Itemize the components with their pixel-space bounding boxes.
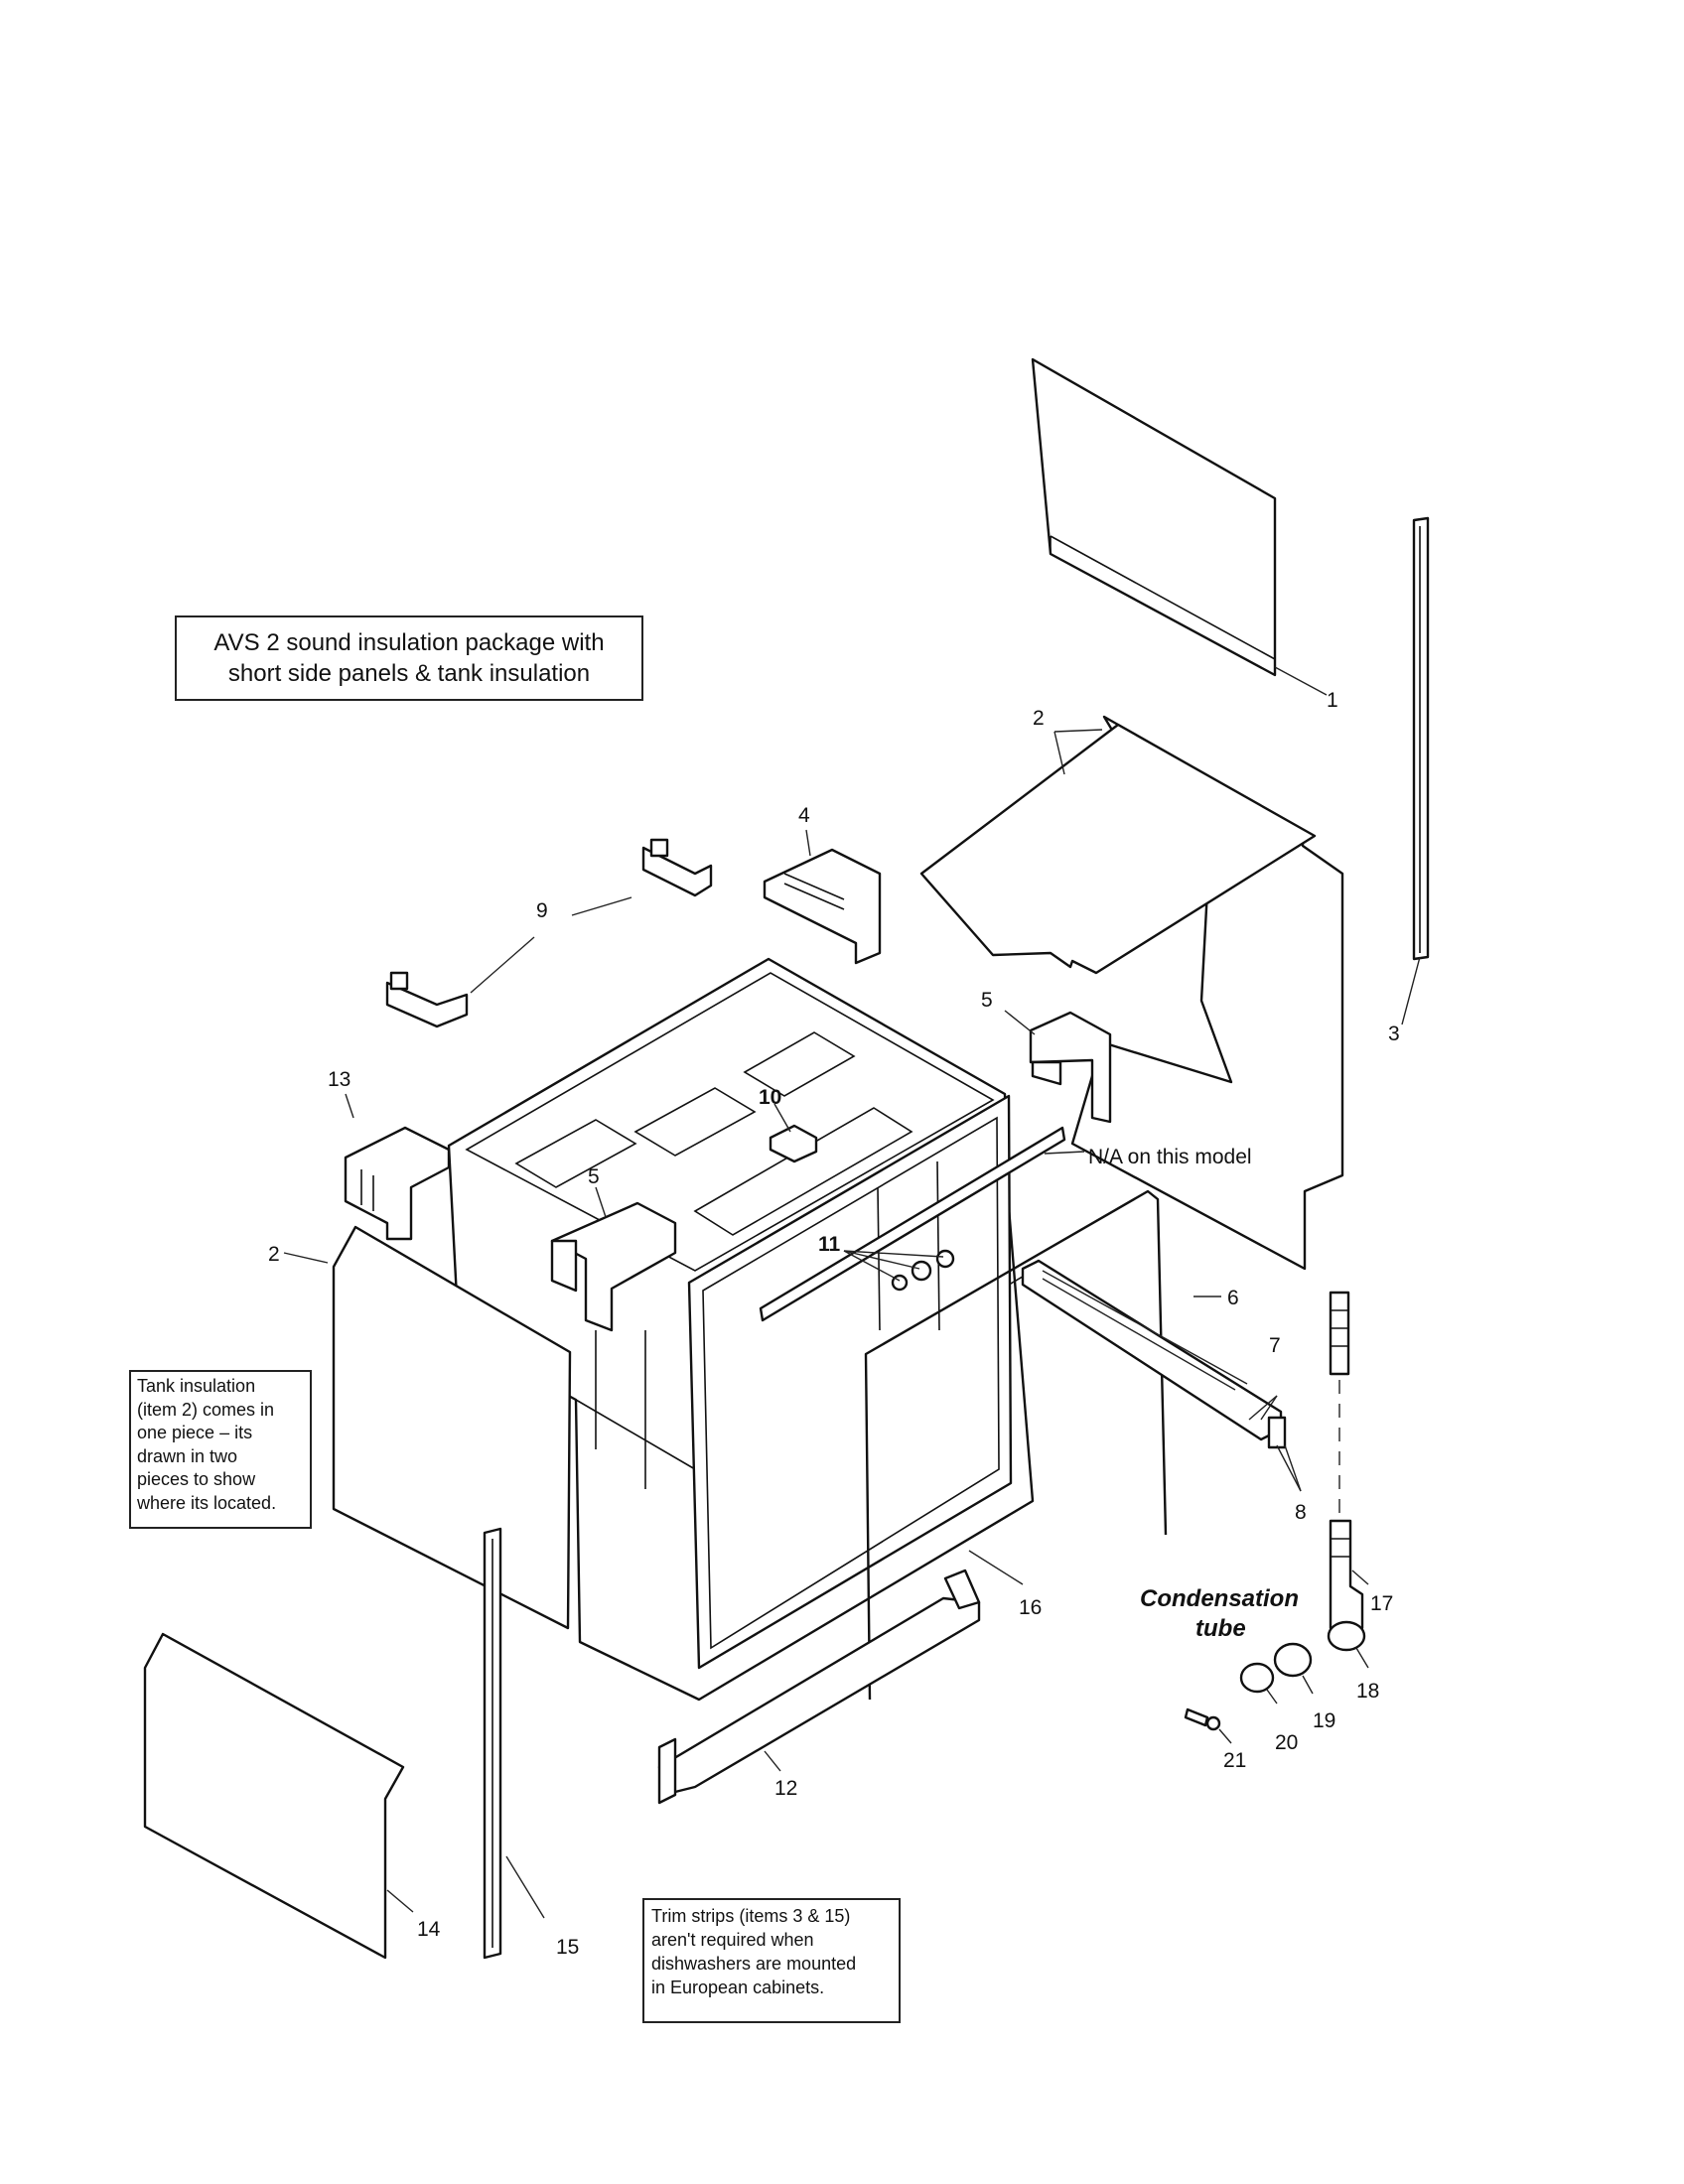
note-tank-line5: pieces to show bbox=[137, 1469, 256, 1490]
condensation-label-line1: Condensation bbox=[1140, 1585, 1299, 1612]
part-14-kick-panel bbox=[143, 1632, 414, 1960]
callout-5-left: 5 bbox=[588, 1165, 600, 1188]
condensation-label-line2: tube bbox=[1195, 1615, 1246, 1642]
insulation-package-note: AVS 2 sound insulation package with shor… bbox=[175, 615, 643, 701]
part-11-screws bbox=[843, 1249, 955, 1292]
part-16-base bbox=[968, 1550, 1024, 1585]
dishwasher-tub bbox=[447, 957, 1035, 1702]
note-title-line1: AVS 2 sound insulation package with bbox=[213, 629, 605, 656]
callout-2-top: 2 bbox=[1033, 707, 1045, 730]
note-tank-line6: where its located. bbox=[137, 1492, 277, 1513]
condensation-tube-assembly bbox=[1184, 1291, 1369, 1744]
note-trim-line1: Trim strips (items 3 & 15) bbox=[651, 1906, 851, 1926]
part-5-bracket-right bbox=[1004, 1010, 1112, 1124]
callout-13: 13 bbox=[328, 1068, 351, 1091]
callout-15: 15 bbox=[556, 1936, 579, 1959]
part-10-clip bbox=[769, 1103, 818, 1163]
top-rail-strip bbox=[759, 1126, 1085, 1322]
note-title-line2: short side panels & tank insulation bbox=[227, 660, 591, 687]
tank-insulation-note: Tank insulation (item 2) comes in one pi… bbox=[129, 1370, 312, 1529]
callout-3: 3 bbox=[1388, 1023, 1400, 1045]
callout-7: 7 bbox=[1269, 1334, 1281, 1357]
callout-19: 19 bbox=[1313, 1709, 1335, 1732]
part-15-trim-strip bbox=[483, 1527, 545, 1960]
part-7-side-rail bbox=[1021, 1259, 1302, 1492]
part-6-door-seal bbox=[864, 1189, 1221, 1701]
part-1-top-panel bbox=[1031, 357, 1328, 696]
callout-5-right: 5 bbox=[981, 989, 993, 1012]
part-3-trim-strip bbox=[1401, 516, 1430, 1025]
note-trim-line4: in European cabinets. bbox=[651, 1978, 825, 1997]
callout-8: 8 bbox=[1295, 1501, 1307, 1524]
part-5-bracket-left bbox=[550, 1186, 677, 1332]
part-12-bottom-rail bbox=[657, 1569, 981, 1805]
note-tank-line3: one piece – its bbox=[137, 1423, 253, 1443]
note-trim-line2: aren't required when bbox=[651, 1930, 814, 1950]
callout-9: 9 bbox=[536, 899, 548, 922]
note-trim-line3: dishwashers are mounted bbox=[651, 1954, 857, 1974]
part-2-tank-insulation-left bbox=[283, 1225, 572, 1630]
callout-14: 14 bbox=[417, 1918, 441, 1941]
callout-16: 16 bbox=[1019, 1596, 1042, 1619]
callout-1: 1 bbox=[1327, 689, 1338, 712]
callout-21: 21 bbox=[1223, 1749, 1246, 1772]
part-2-tank-insulation-top bbox=[919, 715, 1344, 1271]
part-9-brackets bbox=[385, 838, 713, 1028]
callout-6: 6 bbox=[1227, 1287, 1239, 1309]
trim-strips-note: Trim strips (items 3 & 15) aren't requir… bbox=[642, 1898, 901, 2023]
callout-10: 10 bbox=[759, 1086, 781, 1109]
callout-2-left: 2 bbox=[268, 1243, 280, 1266]
part-4-block bbox=[763, 829, 882, 965]
callout-12: 12 bbox=[774, 1777, 797, 1800]
note-tank-line1: Tank insulation bbox=[137, 1376, 256, 1396]
note-tank-line2: (item 2) comes in bbox=[137, 1399, 275, 1420]
callout-na: N/A on this model bbox=[1088, 1146, 1252, 1168]
callout-17: 17 bbox=[1370, 1592, 1393, 1615]
part-13-bracket bbox=[344, 1093, 451, 1241]
callout-4: 4 bbox=[798, 804, 810, 827]
callout-20: 20 bbox=[1275, 1731, 1298, 1754]
callout-18: 18 bbox=[1356, 1680, 1379, 1703]
note-tank-line4: drawn in two bbox=[137, 1445, 238, 1466]
callout-11: 11 bbox=[818, 1233, 841, 1256]
